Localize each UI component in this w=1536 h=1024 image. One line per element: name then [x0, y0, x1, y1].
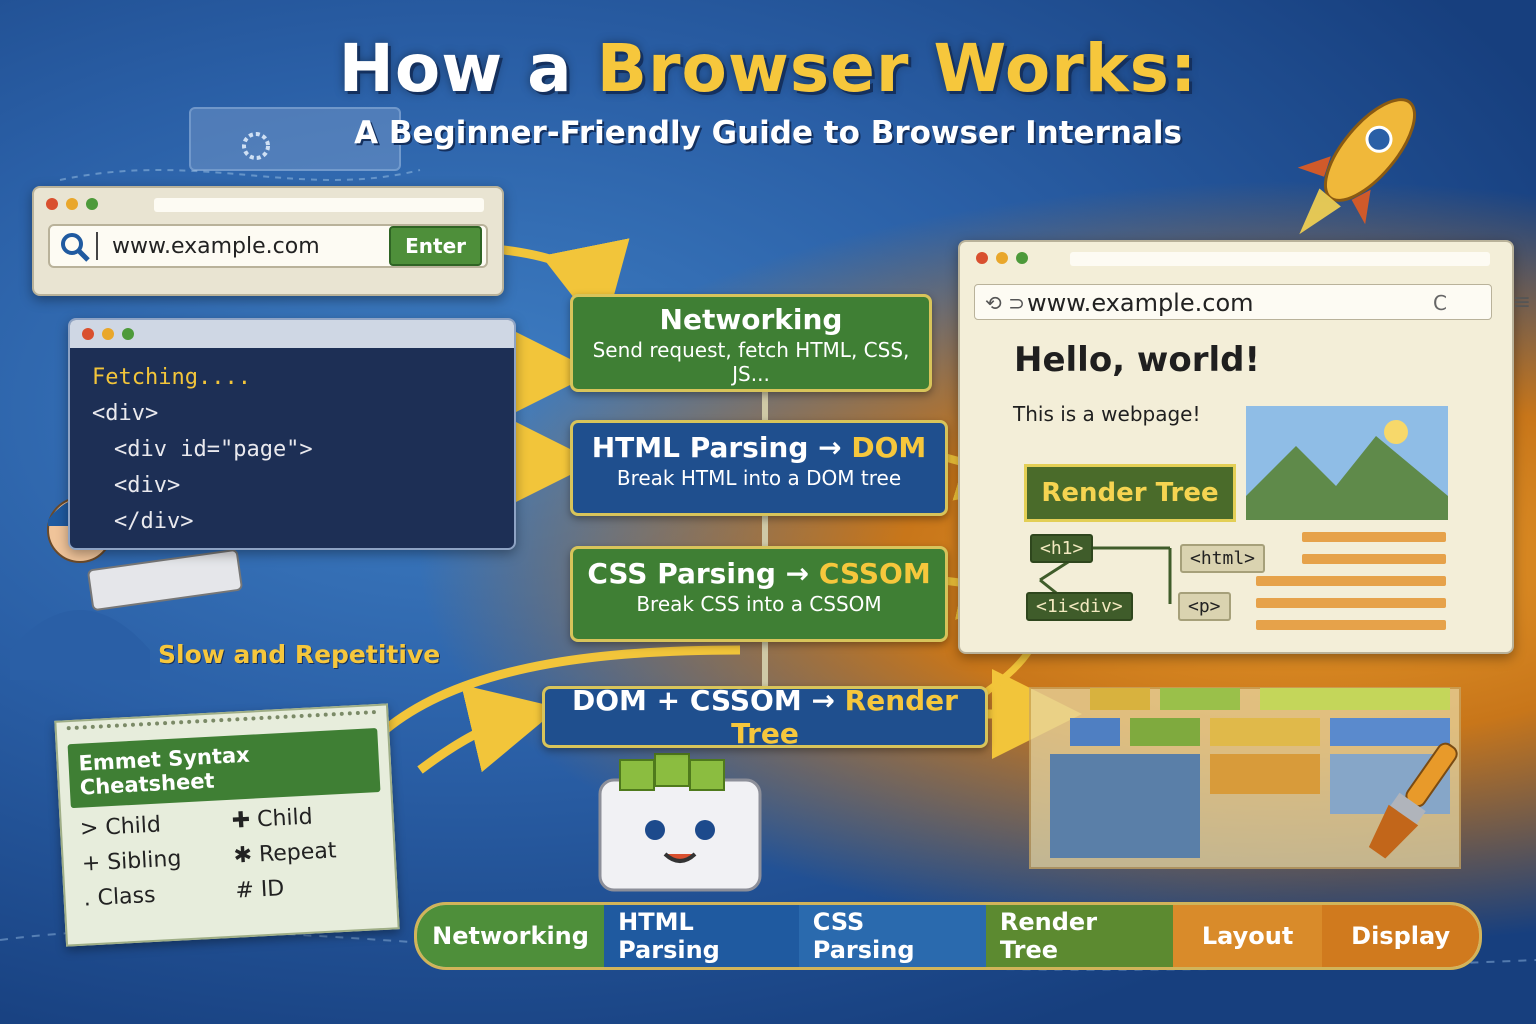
- title-highlight: Browser Works:: [596, 30, 1198, 107]
- pipeline-step-render-tree: Render Tree: [985, 905, 1173, 967]
- tree-node-tag: <1i<div>: [1026, 592, 1133, 621]
- code-line: <div>: [114, 473, 181, 498]
- step-title: DOM + CSSOM →: [572, 684, 835, 717]
- pipeline-step-css-parsing: CSS Parsing: [798, 905, 986, 967]
- step-title-highlight: Render Tree: [731, 684, 958, 750]
- search-icon: [61, 233, 90, 262]
- cheatsheet-item: ✚ Child: [231, 804, 314, 834]
- cheatsheet-item: . Class: [83, 882, 157, 912]
- page-title: How a Browser Works:: [0, 30, 1536, 107]
- step-description: Break CSS into a CSSOM: [636, 592, 882, 616]
- code-line: <div id="page">: [114, 437, 313, 462]
- step-html-parsing: HTML Parsing → DOM Break HTML into a DOM…: [570, 420, 948, 516]
- pipeline-bar: Networking HTML Parsing CSS Parsing Rend…: [414, 902, 1482, 970]
- webpage-text: This is a webpage!: [1013, 402, 1201, 426]
- step-description: Break HTML into a DOM tree: [616, 466, 902, 490]
- step-title: CSS Parsing →: [587, 557, 810, 590]
- tree-node-tag: <p>: [1178, 592, 1231, 621]
- reload-icon[interactable]: C: [1433, 291, 1447, 315]
- rendered-browser-window: ⟲ ⊃ www.example.com C ≡: [958, 240, 1531, 654]
- step-css-parsing: CSS Parsing → CSSOM Break CSS into a CSS…: [570, 546, 948, 642]
- pipeline-step-networking: Networking: [417, 905, 605, 967]
- cheatsheet-item: # ID: [234, 876, 285, 904]
- step-title: Networking: [659, 303, 843, 336]
- rocket-icon: [1297, 98, 1417, 235]
- step-description: Send request, fetch HTML, CSS, JS...: [592, 338, 910, 386]
- window-controls: [46, 198, 98, 210]
- tree-node-tag: <html>: [1180, 544, 1266, 573]
- pipeline-step-html-parsing: HTML Parsing: [604, 905, 799, 967]
- cheatsheet-item: ✱ Repeat: [232, 838, 338, 869]
- tree-node-tag: <h1>: [1030, 534, 1094, 563]
- step-connector: [762, 390, 768, 690]
- render-tree-label: Render Tree: [1024, 464, 1236, 522]
- pipeline-step-display: Display: [1322, 905, 1479, 967]
- step-networking: Networking Send request, fetch HTML, CSS…: [570, 294, 932, 392]
- browser-window-controls: [976, 252, 1028, 264]
- url-search-bar[interactable]: www.example.com Enter: [48, 224, 488, 268]
- maximize-dot-icon: [1016, 252, 1028, 264]
- arrow-sheet-to-tree: [382, 645, 741, 734]
- title-plain: How a: [338, 30, 573, 107]
- arrow-url-to-networking: [485, 238, 630, 336]
- page-subtitle: A Beginner-Friendly Guide to Browser Int…: [354, 115, 1182, 151]
- dom-tree-lines: [1039, 546, 1172, 606]
- emmet-cheatsheet: Emmet Syntax Cheatsheet > Child ✚ Child …: [54, 703, 400, 947]
- minimize-dot-icon: [102, 328, 114, 340]
- browser-url-bar[interactable]: ⟲ ⊃ www.example.com C ≡: [974, 284, 1531, 320]
- paintbrush-icon: [1368, 742, 1458, 859]
- maximize-dot-icon: [86, 198, 98, 210]
- url-input[interactable]: www.example.com: [112, 233, 320, 259]
- code-window-controls: [82, 328, 134, 340]
- code-line-fetching: Fetching....: [92, 365, 251, 390]
- maximize-dot-icon: [122, 328, 134, 340]
- close-dot-icon: [82, 328, 94, 340]
- arrow-sheet-to-dom: [417, 684, 560, 774]
- enter-button[interactable]: Enter: [389, 226, 482, 266]
- back-forward-icon[interactable]: ⟲ ⊃: [985, 291, 1025, 315]
- step-title-highlight: DOM: [851, 431, 927, 464]
- pipeline-step-layout: Layout: [1173, 905, 1323, 967]
- step-title: HTML Parsing →: [591, 431, 842, 464]
- cheatsheet-item: > Child: [79, 812, 162, 842]
- code-window: Fetching.... <div> <div id="page"> <div>…: [68, 318, 516, 550]
- close-dot-icon: [976, 252, 988, 264]
- step-title-highlight: CSSOM: [818, 557, 931, 590]
- cheatsheet-item: + Sibling: [81, 846, 182, 877]
- webpage-heading: Hello, world!: [1014, 340, 1260, 380]
- character-caption: Slow and Repetitive: [158, 640, 441, 669]
- layout-grid: [1029, 687, 1461, 869]
- step-render-tree: DOM + CSSOM → Render Tree: [542, 684, 988, 750]
- menu-icon[interactable]: ≡: [1512, 290, 1531, 315]
- code-line: </div>: [114, 509, 194, 534]
- code-line: <div>: [92, 401, 159, 426]
- close-dot-icon: [46, 198, 58, 210]
- landscape-image: [1246, 406, 1448, 520]
- cheatsheet-title: Emmet Syntax Cheatsheet: [67, 728, 381, 809]
- minimize-dot-icon: [996, 252, 1008, 264]
- mascot-icon: [598, 753, 762, 892]
- minimize-dot-icon: [66, 198, 78, 210]
- browser-url-text: www.example.com: [1027, 289, 1254, 317]
